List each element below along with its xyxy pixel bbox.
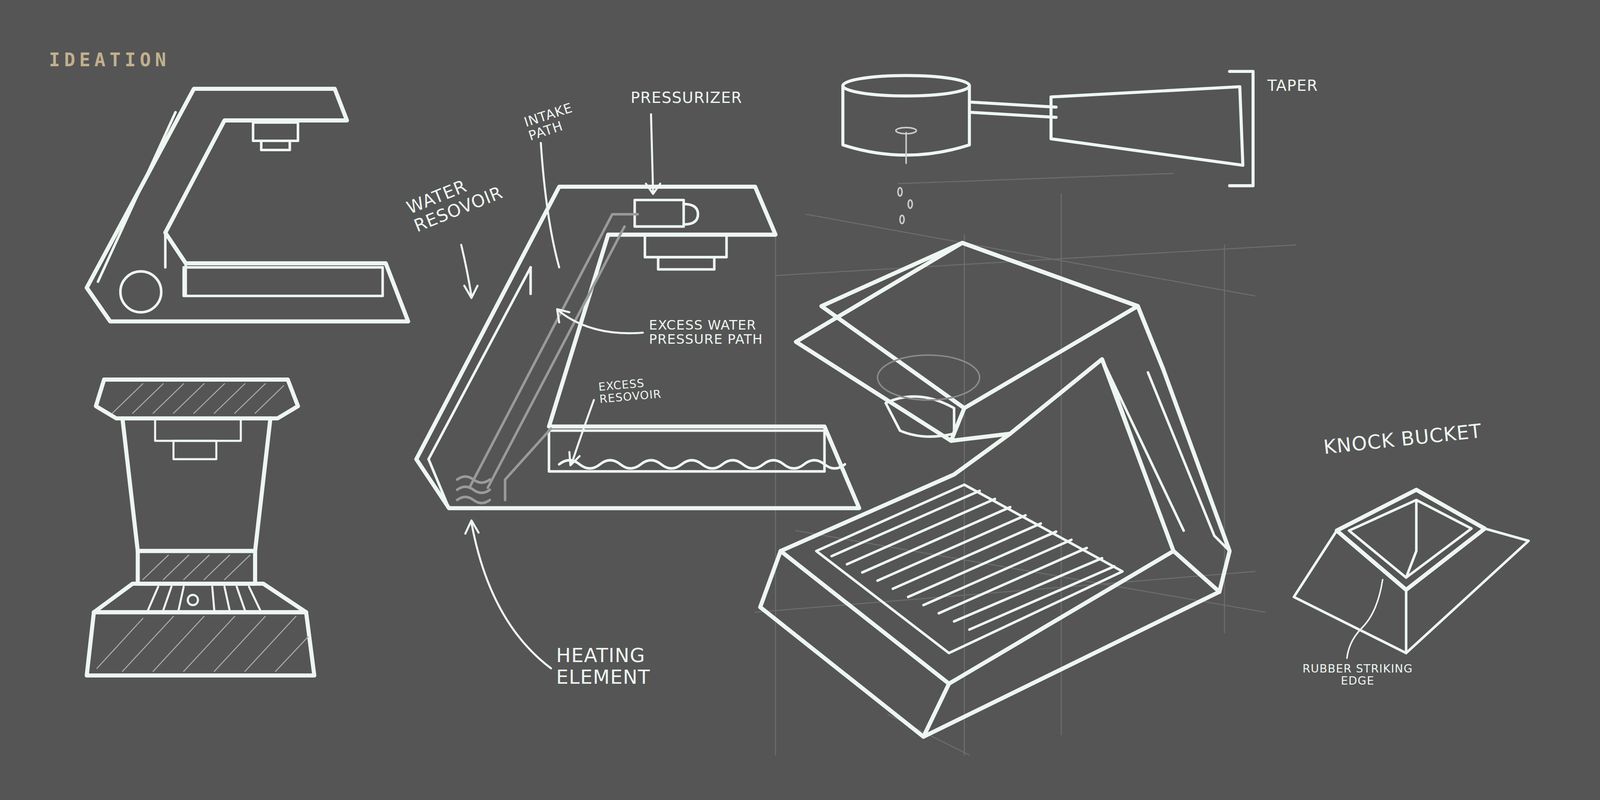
pressurizer-label: PRESSURIZER bbox=[630, 90, 743, 107]
excess-reservoir-label: EXCESS RESOVOIR bbox=[597, 373, 692, 407]
sheet-title: IDEATION bbox=[49, 49, 171, 71]
water-reservoir-label: WATER RESOVOIR bbox=[404, 157, 523, 236]
knock-bucket-label: KNOCK BUCKET bbox=[1322, 420, 1483, 458]
intake-path-label: INTAKE PATH bbox=[522, 97, 590, 145]
heating-element-label: HEATING ELEMENT bbox=[556, 645, 669, 688]
rubber-edge-label: RUBBER STRIKING EDGE bbox=[1293, 663, 1422, 688]
excess-path-label: EXCESS WATER PRESSURE PATH bbox=[649, 318, 782, 348]
taper-label: TAPER bbox=[1267, 77, 1319, 95]
